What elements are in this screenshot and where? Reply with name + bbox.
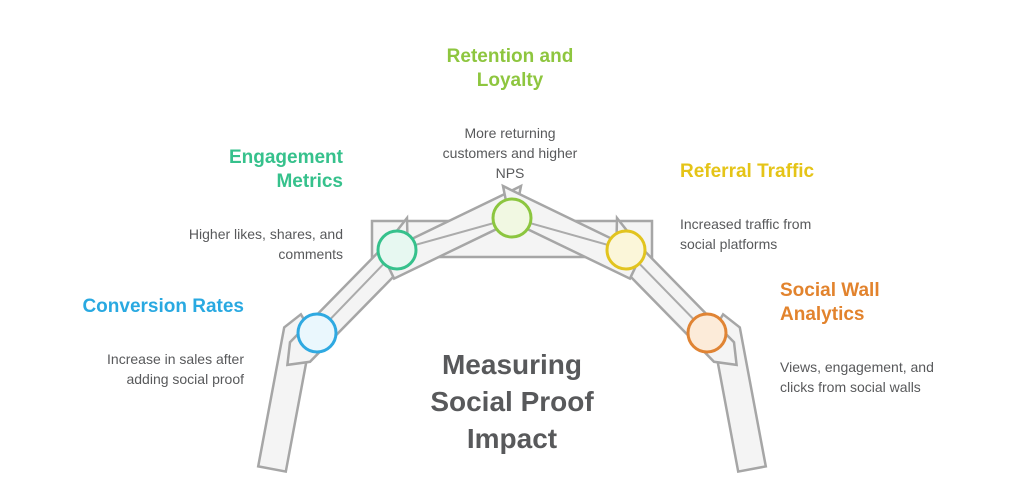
page-title: Measuring Social Proof Impact xyxy=(430,349,594,454)
engagement-metrics-title: Engagement Metrics xyxy=(228,147,343,192)
social-wall-analytics-title: Social Wall Analytics xyxy=(780,280,880,325)
node-circle-retention-and-loyalty xyxy=(491,197,533,239)
conversion-rates-title: Conversion Rates xyxy=(82,296,244,317)
label-retention-and-loyalty: Retention and Loyalty More returning cus… xyxy=(400,27,620,201)
referral-traffic-title: Referral Traffic xyxy=(680,161,815,182)
engagement-metrics-description: Higher likes, shares, and comments xyxy=(188,226,343,262)
node-circle-conversion-rates xyxy=(296,312,338,354)
retention-and-loyalty-title: Retention and Loyalty xyxy=(446,46,574,91)
retention-and-loyalty-description: More returning customers and higher NPS xyxy=(442,125,578,181)
label-social-wall-analytics: Social Wall Analytics Views, engagement,… xyxy=(780,261,1020,415)
referral-traffic-description: Increased traffic from social platforms xyxy=(680,216,812,252)
social-wall-analytics-description: Views, engagement, and clicks from socia… xyxy=(780,359,934,395)
label-referral-traffic: Referral Traffic Increased traffic from … xyxy=(680,142,910,272)
label-engagement-metrics: Engagement Metrics Higher likes, shares,… xyxy=(113,128,343,282)
conversion-rates-description: Increase in sales after adding social pr… xyxy=(107,351,244,387)
label-conversion-rates: Conversion Rates Increase in sales after… xyxy=(14,277,244,407)
node-circle-social-wall-analytics xyxy=(686,312,728,354)
node-circle-engagement-metrics xyxy=(376,229,418,271)
node-circle-referral-traffic xyxy=(605,229,647,271)
